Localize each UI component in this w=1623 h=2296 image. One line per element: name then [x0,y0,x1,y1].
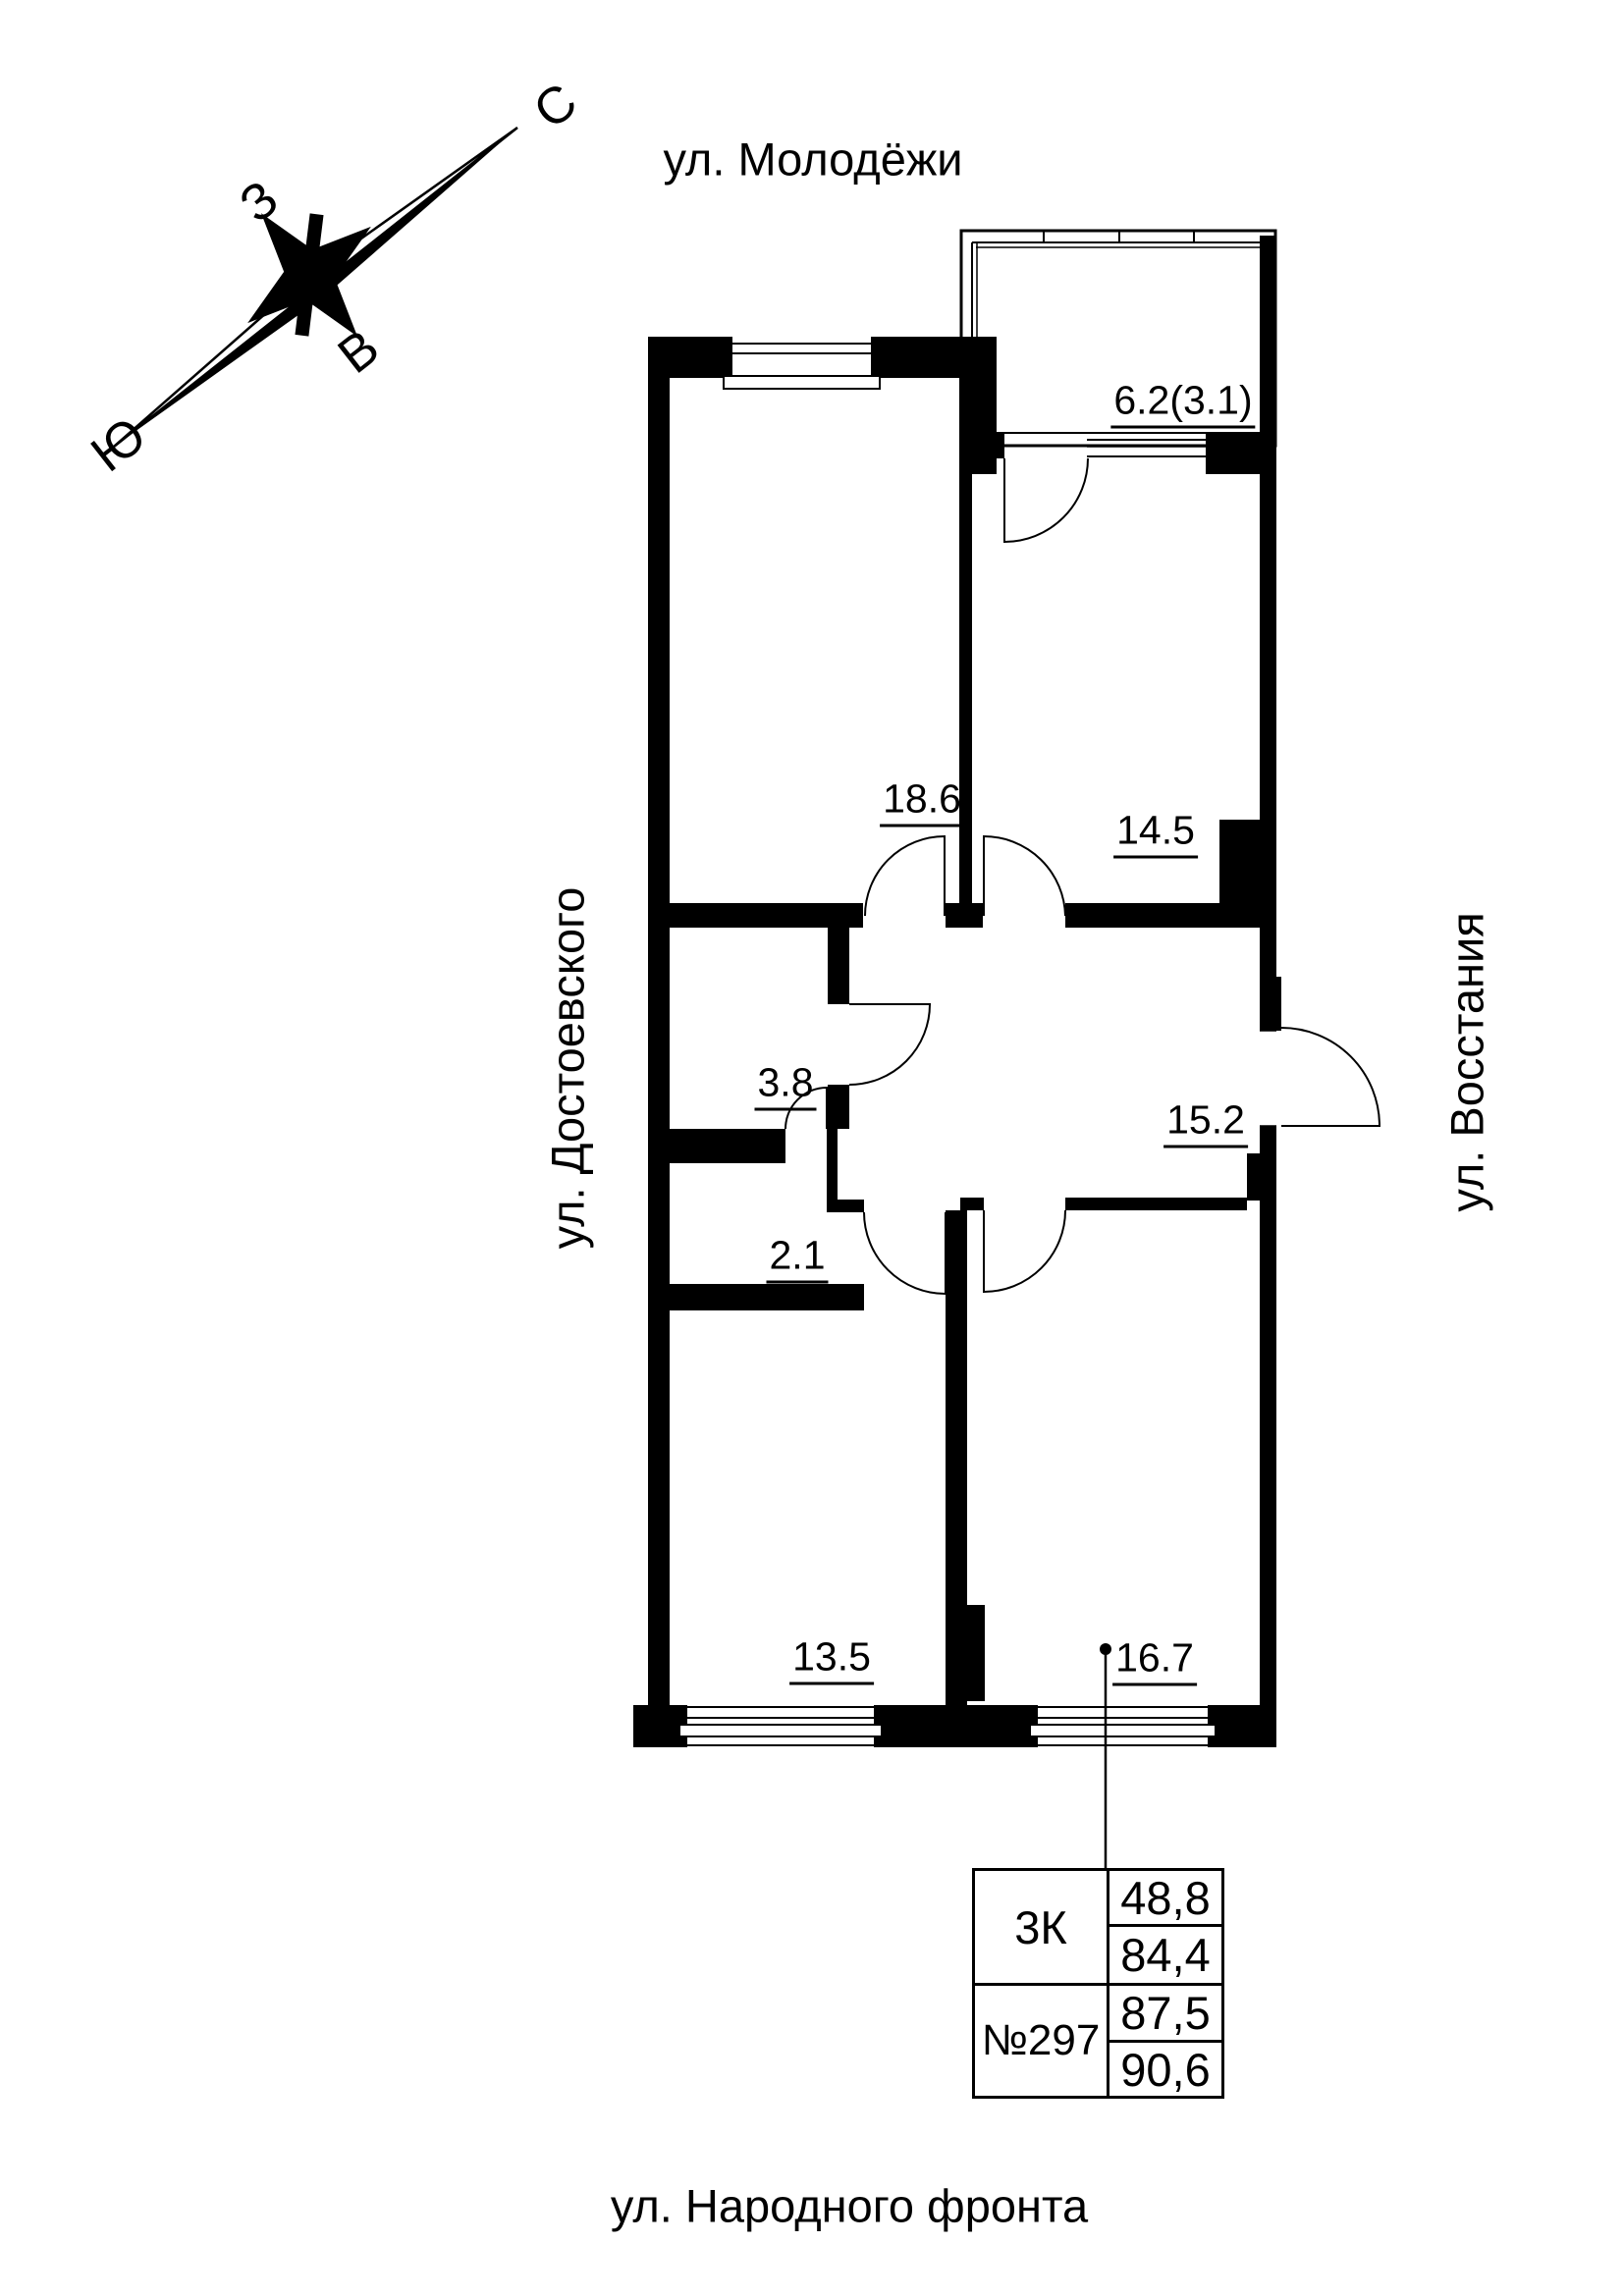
wall-bottom-center-pier [874,1705,1038,1747]
wall-3-8-right-lower [828,1085,849,1129]
door-room-13-5 [863,1211,947,1296]
apartment-number: №297 [981,2016,1101,2064]
area-label-18-6: 18.6 [880,778,964,828]
wall-right-lower [1260,1126,1276,1747]
wall-16-7-top-right [1065,1198,1247,1210]
compass-west-label: З [230,170,289,234]
area-value-2: 84,4 [1120,1929,1211,1981]
window-top [723,343,881,390]
door-entrance [1280,1027,1381,1127]
street-label-bottom: ул. Народного фронта [610,2179,1089,2232]
wall-3-8-right-upper [828,928,849,1004]
table-cell-v3-box [1107,1983,1224,2043]
street-label-right: ул. Восстания [1440,912,1493,1212]
table-cell-v1-box [1107,1868,1224,1927]
door-room-16-7 [983,1209,1066,1294]
area-label-15-2: 15.2 [1163,1099,1248,1148]
area-value-4: 90,6 [1120,2043,1211,2096]
wall-divider-18-6-14-5 [959,474,972,903]
wall-pilaster-14-5 [1219,820,1260,928]
window-balcony-wall [1004,432,1206,457]
wall-13-5-door-stub [838,1200,864,1212]
wall-top-left-segment [648,337,732,378]
table-leader [1100,1643,1111,1868]
window-bottom-13-5 [678,1706,883,1746]
wall-2-1-right-stub [827,1129,838,1212]
compass-east-label: В [328,319,390,385]
wall-under-balcony-right [1206,432,1276,474]
leader-dot [1100,1643,1111,1655]
wall-right-door-stub [1271,977,1281,1031]
wall-mid-center-stub [946,903,983,928]
wall-right-inner-jog [1247,1153,1260,1201]
compass-rose: С З В Ю [81,73,587,483]
wall-13-5-16-7-divider [946,1210,967,1705]
living-area: 48,8 [1120,1871,1211,1924]
compass-star-diagonal [295,213,324,337]
area-label-14-5: 14.5 [1113,810,1198,859]
balcony-outline [959,229,1277,448]
wall-left-exterior [648,337,670,1747]
street-label-top: ул. Молодёжи [663,133,963,186]
area-label-13-5: 13.5 [789,1636,874,1685]
wall-16-7-top-left-stub [960,1198,984,1210]
door-room-14-5 [983,834,1066,917]
area-label-2-1: 2.1 [766,1235,829,1284]
wall-3-8-2-1-divider [670,1129,785,1163]
wall-13-5-16-7-widening [967,1605,985,1701]
door-room-3-8 [848,1003,932,1086]
street-label-left: ул. Достоевского [541,886,594,1250]
table-cell-v4-box [1107,2040,1224,2099]
wall-bottom-left-corner [633,1705,687,1747]
door-room-18-6 [864,834,946,917]
area-value-3: 87,5 [1120,1987,1211,2039]
area-label-16-7: 16.7 [1112,1637,1197,1686]
compass-north-label: С [523,73,587,140]
wall-mid-left [670,903,863,928]
door-room-2-1 [784,1086,828,1130]
area-label-balcony: 6.2(3.1) [1110,380,1256,429]
apartment-info-table: 3К №297 48,8 84,4 87,5 90,6 [972,1868,1224,2099]
wall-bottom-right-corner [1208,1705,1276,1747]
apartment-type: 3К [1014,1900,1067,1953]
window-bottom-16-7 [1029,1706,1217,1746]
wall-top-balcony-pier [959,337,997,474]
area-label-3-8: 3.8 [754,1062,817,1111]
door-balcony [1003,457,1089,544]
wall-2-1-bottom [670,1284,864,1310]
